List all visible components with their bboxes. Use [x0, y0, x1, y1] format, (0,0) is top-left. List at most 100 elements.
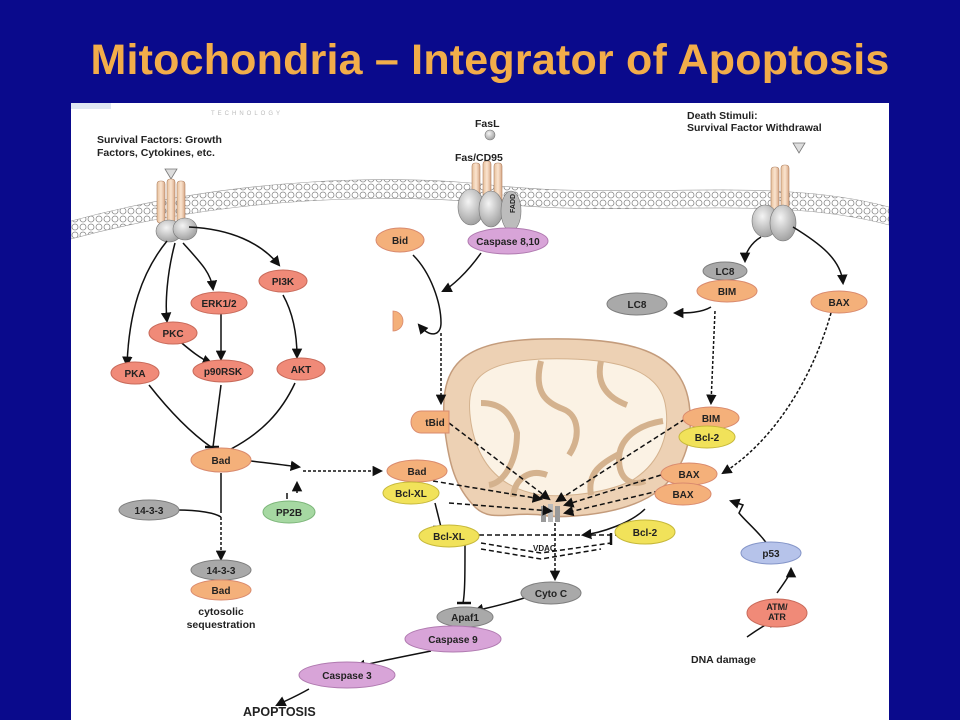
edge-bad-vdac — [432, 480, 544, 503]
edge-rcp-lc8 — [739, 236, 762, 264]
edge-rcp-erk — [182, 242, 218, 292]
dna-damage-label: DNA damage — [691, 654, 756, 666]
svg-text:14-3-3: 14-3-3 — [207, 566, 236, 577]
death-receptor — [751, 142, 806, 242]
cytosolic-label-1: cytosolic — [198, 606, 244, 618]
edge-bax-vdac-2 — [562, 488, 668, 517]
death-stimuli-label-2: Survival Factor Withdrawal — [687, 122, 822, 134]
svg-text:Bcl-2: Bcl-2 — [633, 528, 658, 539]
svg-text:Bad: Bad — [212, 586, 231, 597]
svg-text:ATR: ATR — [768, 612, 786, 622]
node-bad-bclxl-mito: Bad Bcl-XL — [382, 459, 448, 505]
edge-akt-bad — [230, 382, 296, 450]
fadd-label: FADD — [510, 194, 517, 213]
svg-text:BIM: BIM — [702, 414, 720, 425]
fas-receptor: FADD — [457, 129, 522, 232]
svg-text:14-3-3: 14-3-3 — [135, 506, 164, 517]
svg-text:BAX: BAX — [678, 470, 699, 481]
svg-text:tBid: tBid — [425, 418, 444, 429]
svg-text:Caspase 9: Caspase 9 — [428, 635, 478, 646]
node-atm-atr: ATM/ ATR — [746, 598, 808, 628]
node-p90rsk: p90RSK — [192, 359, 254, 383]
svg-text:Bcl-XL: Bcl-XL — [433, 532, 465, 543]
pathway-diagram: TECHNOLOGY — [71, 103, 889, 719]
node-lc8-free: LC8 — [606, 292, 668, 316]
edge-rcp-pka — [122, 240, 168, 368]
svg-text:p53: p53 — [762, 549, 780, 560]
svg-text:BAX: BAX — [672, 490, 693, 501]
cell-membrane — [71, 179, 889, 240]
vdac-label: VDAC — [533, 544, 556, 553]
fasl-label: FasL — [475, 118, 500, 130]
node-14-3-3-bad-complex: 14-3-3 Bad — [190, 559, 252, 601]
edge-1433 — [176, 509, 222, 518]
edge-vdac-dash-3 — [480, 548, 602, 560]
edge-bax-vdac — [562, 474, 662, 508]
mitochondrion — [442, 338, 692, 518]
edge-bcl2-vdac — [580, 508, 646, 540]
edge-bclxl-apaf — [462, 542, 466, 604]
svg-text:Bcl-2: Bcl-2 — [695, 433, 720, 444]
svg-text:Bad: Bad — [212, 456, 231, 467]
survival-receptor — [155, 168, 198, 243]
svg-text:PI3K: PI3K — [272, 277, 295, 288]
node-bclxl-free: Bcl-XL — [418, 524, 480, 548]
survival-factors-label-2: Factors, Cytokines, etc. — [97, 147, 215, 159]
node-erk12: ERK1/2 — [190, 291, 248, 315]
edge-bid-fragment — [412, 254, 442, 335]
svg-text:Bcl-XL: Bcl-XL — [395, 489, 427, 500]
node-14-3-3-free: 14-3-3 — [118, 499, 180, 521]
node-cytoc: Cyto C — [520, 581, 582, 605]
edge-bad-right — [250, 460, 302, 472]
svg-text:Apaf1: Apaf1 — [451, 613, 479, 624]
edge-tbid-vdac — [448, 422, 551, 501]
svg-text:PKC: PKC — [162, 329, 183, 340]
node-pkc: PKC — [148, 321, 198, 345]
apoptosis-label: APOPTOSIS — [243, 705, 316, 719]
svg-text:BIM: BIM — [718, 287, 736, 298]
svg-text:LC8: LC8 — [628, 300, 647, 311]
node-bim-bcl2-mito: BIM Bcl-2 — [678, 406, 740, 449]
death-stimuli-label-1: Death Stimuli: — [687, 110, 758, 122]
node-pka: PKA — [110, 361, 160, 385]
edge-bim-bimmito — [706, 310, 717, 406]
svg-text:PKA: PKA — [124, 369, 145, 380]
cytosolic-label-2: sequestration — [187, 619, 256, 631]
node-tbid: tBid — [410, 410, 450, 434]
svg-text:p90RSK: p90RSK — [204, 367, 243, 378]
edge-bim-lc8 — [672, 306, 712, 319]
svg-text:Cyto C: Cyto C — [535, 589, 567, 600]
pathway-edges — [122, 226, 848, 706]
edge-casp3-apoptosis — [275, 688, 310, 706]
edge-bclxl-inhibit — [434, 502, 442, 528]
bid-fragment — [392, 310, 404, 332]
fas-cd95-label: Fas/CD95 — [455, 152, 503, 164]
edge-bclxl-vdac — [448, 502, 554, 516]
edge-pi3k-akt — [282, 294, 303, 360]
node-bid: Bid — [375, 227, 425, 253]
svg-text:Bid: Bid — [392, 236, 408, 247]
node-pp2b: PP2B — [262, 500, 316, 524]
svg-text:Bad: Bad — [408, 467, 427, 478]
logo-fragment — [71, 103, 111, 109]
svg-text:PP2B: PP2B — [276, 508, 302, 519]
svg-text:Caspase 8,10: Caspase 8,10 — [476, 237, 540, 248]
edge-casp-bid — [441, 252, 482, 292]
node-caspase9: Caspase 9 — [404, 625, 502, 653]
edge-rcp-bax — [792, 226, 848, 286]
annotation-labels: Survival Factors: Growth Factors, Cytoki… — [97, 110, 822, 719]
pathway-nodes: Caspase 8,10 Bid tBid PI3K ERK1/2 — [110, 227, 868, 689]
watermark: TECHNOLOGY — [211, 111, 283, 117]
node-bax-dimer: BAX BAX — [654, 462, 718, 506]
svg-text:ATM/: ATM/ — [766, 602, 788, 612]
node-caspase-8-10: Caspase 8,10 — [467, 227, 549, 255]
apoptosis-pathway-figure: TECHNOLOGY — [71, 103, 889, 720]
edge-rcp-pkc — [160, 242, 176, 324]
node-p53: p53 — [740, 541, 802, 565]
svg-text:ERK1/2: ERK1/2 — [201, 299, 236, 310]
node-bad-main: Bad — [190, 447, 252, 473]
slide-title: Mitochondria – Integrator of Apoptosis — [90, 36, 890, 84]
node-apaf1: Apaf1 — [436, 606, 494, 628]
edge-p90-bad — [212, 384, 222, 448]
